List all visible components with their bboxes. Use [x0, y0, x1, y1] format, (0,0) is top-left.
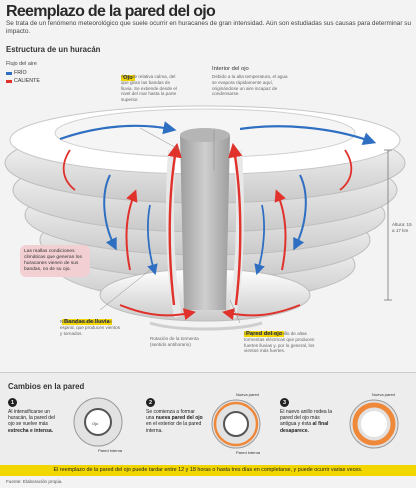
panel-title: Cambios en la pared	[8, 382, 85, 391]
eye-interior-label: Interior del ojo	[212, 66, 249, 72]
legend-label-warm: CALIENTE	[14, 78, 40, 84]
step-3-tag-top: Nueva pared	[372, 392, 395, 397]
legend-label-cold: FRÍO	[14, 70, 27, 76]
warm-flow-arrows	[62, 142, 353, 321]
step-1-diagram	[73, 397, 123, 447]
bottom-note: El reemplazo de la pared del ojo puede t…	[0, 465, 416, 476]
step-2-tag-top: Nueva pared	[236, 392, 259, 397]
eyewall-label: Pared del ojo	[244, 331, 285, 337]
section-title: Estructura de un huracán	[6, 45, 101, 54]
page-title: Reemplazo de la pared del ojo	[6, 3, 216, 20]
step-1-text: Al intensificarse un huracán, la pared d…	[8, 409, 55, 434]
height-label: Altura: 15 a 17 km	[392, 222, 412, 233]
cold-swatch-icon	[6, 71, 12, 75]
step-1-number: 1	[8, 398, 17, 407]
warm-swatch-icon	[6, 79, 12, 83]
rotation-label: Rotación de la tormenta (sentido antihor…	[150, 336, 199, 347]
page-subtitle: Se trata de un fenómeno meteorológico qu…	[6, 20, 411, 35]
eye-description: Área de relativa calma, del que giran la…	[121, 74, 177, 103]
legend-title: Flujo del aire	[6, 61, 37, 67]
eyewall-description: Conjunto denso, anillo de altas tormenta…	[244, 331, 315, 354]
legend-item-warm: CALIENTE	[6, 78, 40, 84]
source-text: Fuente: Elaboración propia.	[6, 479, 63, 484]
step-2-number: 2	[146, 398, 155, 407]
step-1-tag-bottom: Pared interna	[98, 448, 123, 453]
step-2-diagram	[211, 399, 261, 449]
rain-bands-description: Nubes que se mueven en espiral, que prod…	[60, 319, 121, 336]
rain-bands-label: Bandas de lluvia	[62, 319, 112, 325]
step-2-text: Se comienza a formar una nueva pared del…	[146, 409, 203, 434]
legend-item-cold: FRÍO	[6, 70, 27, 76]
pink-note-box: Las mallas condiciones climáticas que ge…	[20, 245, 90, 277]
step-2-tag-bottom: Pared interna	[236, 450, 261, 455]
eye-interior-description: Debido a la alta temperatura, el agua se…	[212, 74, 288, 97]
cold-flow-arrows	[59, 121, 377, 276]
hurricane-illustration	[4, 105, 406, 331]
eye-label: Ojo	[121, 75, 135, 81]
changes-panel	[0, 372, 416, 466]
step-3-text: El nuevo anillo rodea la pared del ojo m…	[280, 409, 332, 434]
step-3-diagram	[349, 399, 399, 449]
step-3-number: 3	[280, 398, 289, 407]
step-1-tag-center: Ojo	[92, 421, 99, 426]
rotation-arrow-icon	[149, 321, 263, 331]
hurricane-eye	[180, 135, 230, 310]
